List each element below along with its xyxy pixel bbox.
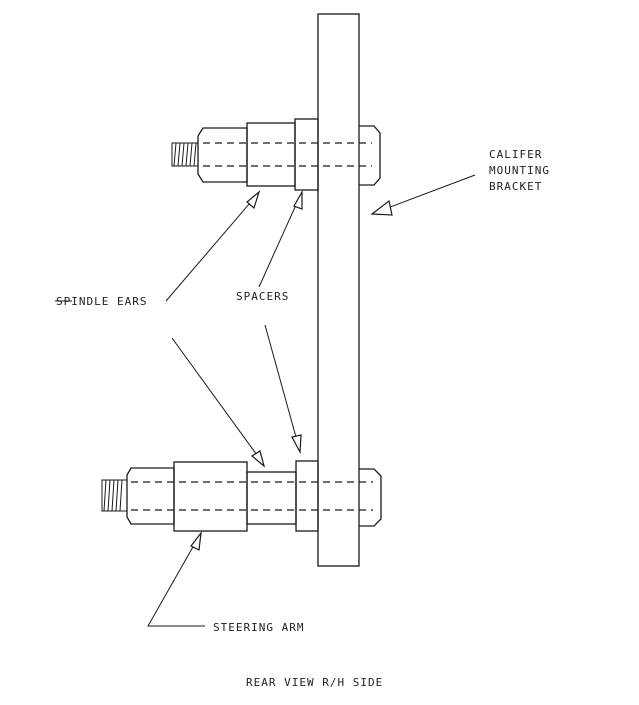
caliper-leader — [370, 174, 476, 216]
lower-bolt-assembly — [101, 460, 382, 532]
caliper-mounting-bracket — [317, 13, 360, 567]
lower-bolt-thread — [101, 479, 128, 512]
spacers-leader-upper — [258, 189, 303, 288]
lower-bolt-collar — [126, 467, 175, 525]
diagram-caption: REAR VIEW R/H SIDE — [246, 676, 383, 689]
upper-bolt-thread — [171, 142, 199, 167]
upper-spindle-ear — [246, 122, 296, 187]
spindle-ears-leader-upper — [165, 190, 261, 302]
label-caliper-line2: MOUNTING — [489, 164, 550, 177]
lower-spacer — [295, 460, 319, 532]
label-steering-arm: STEERING ARM — [213, 621, 304, 634]
spindle-ears-leader-lower — [171, 337, 266, 468]
lower-bolt-head — [359, 468, 382, 527]
steering-arm-block — [173, 461, 248, 532]
steering-arm-leader — [147, 530, 205, 627]
lower-spindle-ear — [246, 471, 297, 525]
label-spindle-ears: SPINDLE EARS — [56, 295, 147, 308]
label-caliper-line1: CALIFER — [489, 148, 542, 161]
upper-bolt-collar — [197, 127, 248, 183]
spacers-leader-lower — [264, 324, 302, 455]
upper-bolt-assembly — [171, 118, 381, 191]
upper-spacer — [294, 118, 319, 191]
label-caliper-line3: BRACKET — [489, 180, 542, 193]
upper-bolt-head — [359, 125, 381, 186]
label-spacers: SPACERS — [236, 290, 289, 303]
